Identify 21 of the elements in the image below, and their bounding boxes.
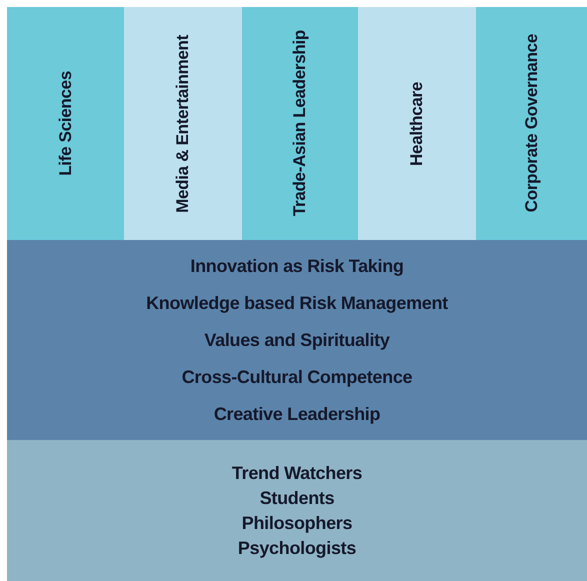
sector-column	[476, 7, 587, 240]
item-label: Creative Leadership	[214, 404, 380, 424]
item-label: Trend Watchers	[232, 462, 362, 484]
item-label: Psychologists	[238, 538, 356, 558]
sector-column	[7, 7, 124, 240]
category-band	[7, 440, 587, 581]
item-label: Knowledge based Risk Management	[146, 292, 448, 314]
sector-label: Corporate Governance	[522, 34, 542, 213]
sector-column	[242, 7, 358, 240]
sector-column	[358, 7, 476, 240]
item-label: Cross-Cultural Competence	[182, 366, 412, 388]
sector-label: Healthcare	[407, 82, 427, 166]
item-label: Values and Spirituality	[204, 330, 390, 350]
item-label: Students	[260, 488, 334, 508]
category-band	[7, 240, 587, 440]
item-label: Innovation as Risk Taking	[190, 256, 404, 276]
item-label: Philosophers	[242, 512, 352, 534]
sector-label: Life Sciences	[56, 71, 76, 176]
sector-label: Trade-Asian Leadership	[290, 30, 310, 217]
sector-label: Media & Entertainment	[173, 34, 193, 212]
sector-column	[124, 7, 242, 240]
